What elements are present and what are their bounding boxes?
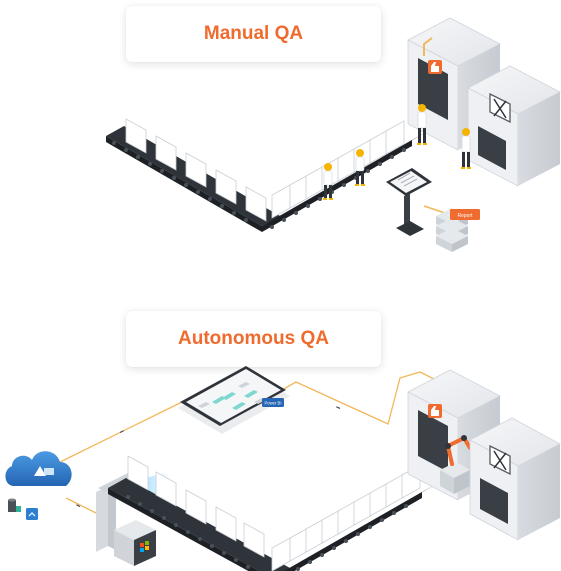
manual-products-right <box>271 120 405 219</box>
autonomous-scene: Power BI <box>5 366 561 571</box>
auto-products-left <box>127 455 265 558</box>
database-icon <box>8 498 21 512</box>
cable-arrows <box>76 406 341 508</box>
manual-kiosk <box>386 168 432 236</box>
dashboard-tablet: Power BI <box>178 366 290 434</box>
scan-icon <box>26 508 38 520</box>
auto-conveyor-left <box>108 478 290 571</box>
worker-3 <box>417 104 427 145</box>
autonomous-qa-title: Autonomous QA <box>178 328 329 349</box>
report-badge-text: Report <box>457 213 473 219</box>
report-badge: Report <box>450 209 480 220</box>
windows-logo-icon <box>140 541 149 552</box>
manual-conveyor-right <box>262 130 430 232</box>
auto-products-right <box>271 464 421 571</box>
autonomous-qa-label: Autonomous QA <box>126 311 381 367</box>
worker-2 <box>355 149 365 186</box>
manual-qa-label: Manual QA <box>126 6 381 62</box>
x-mark-icon <box>489 444 511 476</box>
manual-scene: Report <box>106 17 561 252</box>
windows-pc <box>114 520 156 566</box>
robot-arm <box>440 435 472 494</box>
manual-qa-title: Manual QA <box>203 23 304 44</box>
auto-conveyor-right <box>284 482 440 571</box>
manual-reject-machine <box>467 65 561 187</box>
manual-server: Report <box>423 205 480 252</box>
manual-products-left <box>125 118 267 222</box>
thumb-icon <box>428 404 442 418</box>
dashboard-badge-text: Power BI <box>265 401 282 406</box>
worker-4 <box>461 128 471 169</box>
x-mark-icon <box>489 92 511 124</box>
worker-1 <box>323 163 333 200</box>
dashboard-badge: Power BI <box>262 398 284 407</box>
manual-workers <box>323 104 471 200</box>
auto-reject-machine <box>469 417 561 541</box>
thumb-icon <box>428 60 442 74</box>
azure-cloud-icon <box>5 451 72 486</box>
